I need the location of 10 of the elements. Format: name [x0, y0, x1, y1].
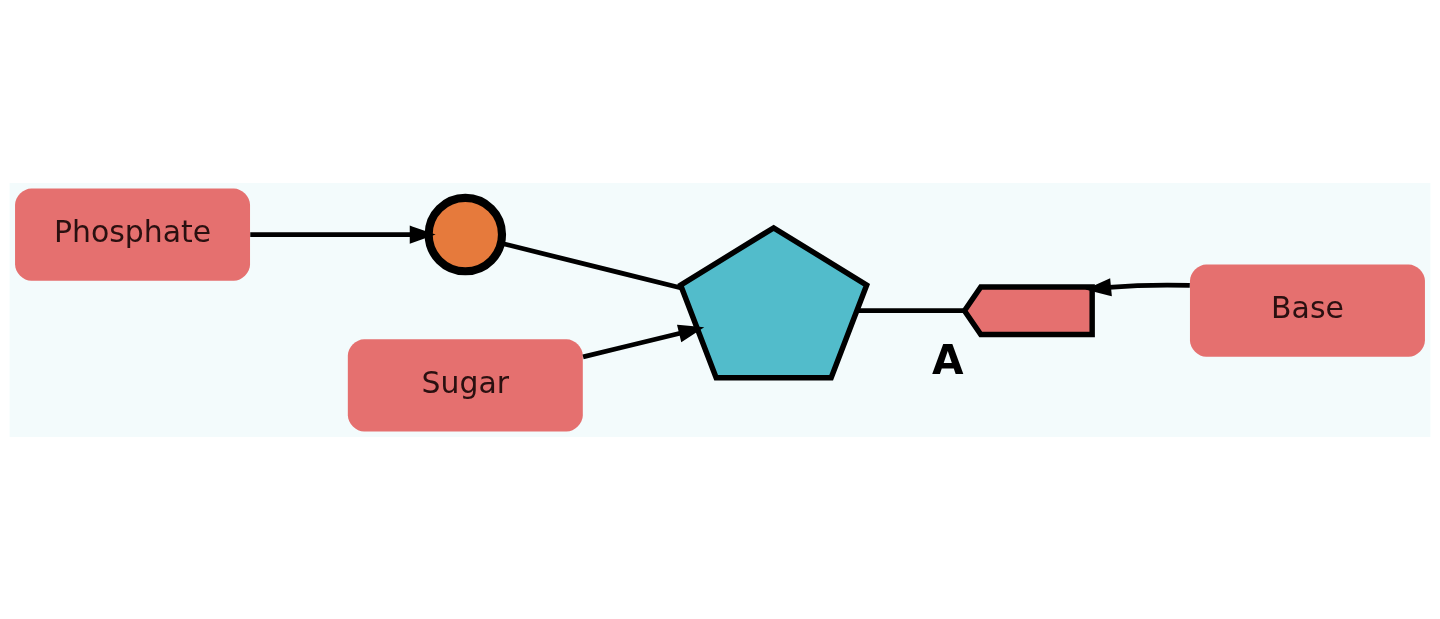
arrow: [1085, 277, 1190, 296]
arrow: [582, 324, 705, 359]
node-box: Phosphate: [15, 187, 251, 281]
node-label: A: [931, 335, 964, 384]
node-tag: [961, 283, 1095, 337]
node-box: Sugar: [347, 338, 583, 432]
connector: [857, 307, 965, 313]
arrow: [250, 225, 436, 244]
node-box: Base: [1189, 264, 1425, 357]
node-circle: [424, 193, 507, 275]
